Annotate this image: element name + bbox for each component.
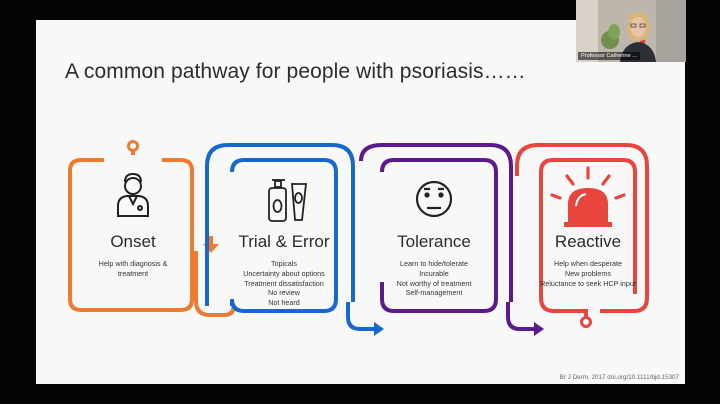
stage-title: Reactive <box>554 232 622 251</box>
webcam-thumbnail[interactable]: Professor Catherine ... <box>576 0 686 62</box>
neutral-face-icon <box>415 180 453 218</box>
stage-line: Help with diagnosis & <box>98 259 168 268</box>
pathway-diagram <box>68 140 649 336</box>
presentation-slide: A common pathway for people with psorias… <box>36 20 685 384</box>
trial-arrow <box>374 322 384 336</box>
stage-onset: Onset Help with diagnosis & treatment <box>68 232 198 279</box>
stage-line: treatment <box>117 268 149 278</box>
stage-description: Help when desperate New problems Relucta… <box>523 259 653 288</box>
tolerance-connector <box>359 143 534 331</box>
stage-title: Trial & Error <box>238 232 330 251</box>
stage-description: Topicals Uncertainty about options Treat… <box>219 259 349 308</box>
stage-line: Self-management <box>405 288 463 298</box>
stage-line: New problems <box>565 268 611 278</box>
stage-title: Onset <box>110 232 156 251</box>
onset-start-node <box>127 140 139 152</box>
stage-line: Learn to hide/tolerate <box>400 259 468 268</box>
trial-connector <box>205 143 374 331</box>
presenter-video <box>576 0 686 62</box>
participant-name-label: Professor Catherine ... <box>578 52 640 60</box>
stage-line: Not worthy of treatment <box>396 278 472 288</box>
stage-line: Help when desperate <box>554 259 622 268</box>
stage-description: Help with diagnosis & treatment <box>68 259 198 279</box>
stage-line: No review <box>268 288 300 298</box>
tolerance-arrow <box>534 322 544 336</box>
stage-tolerance: Tolerance Learn to hide/tolerate Incurab… <box>369 232 499 298</box>
stage-line: Not heard <box>268 298 300 308</box>
citation: Br J Derm. 2017 doi.org/10.1111/bjd.1530… <box>559 374 679 381</box>
alarm-light-icon <box>550 166 626 227</box>
stage-line: Uncertainty about options <box>243 268 325 278</box>
slide-title: A common pathway for people with psorias… <box>65 60 526 83</box>
stage-description: Learn to hide/tolerate Incurable Not wor… <box>369 259 499 298</box>
stage-reactive: Reactive Help when desperate New problem… <box>523 232 653 288</box>
cream-tubes-icon <box>268 179 308 222</box>
stage-trial-and-error: Trial & Error Topicals Uncertainty about… <box>219 232 349 308</box>
stage-line: Treatment dissatisfaction <box>244 278 324 288</box>
stage-line: Topicals <box>271 259 297 268</box>
reactive-connector <box>515 143 649 318</box>
reactive-end-node <box>580 316 592 328</box>
onset-connector <box>68 147 236 317</box>
doctor-icon <box>117 172 149 217</box>
stage-line: Incurable <box>419 268 449 278</box>
stage-title: Tolerance <box>397 232 471 251</box>
stage-line: Reluctance to seek HCP input <box>540 278 636 288</box>
